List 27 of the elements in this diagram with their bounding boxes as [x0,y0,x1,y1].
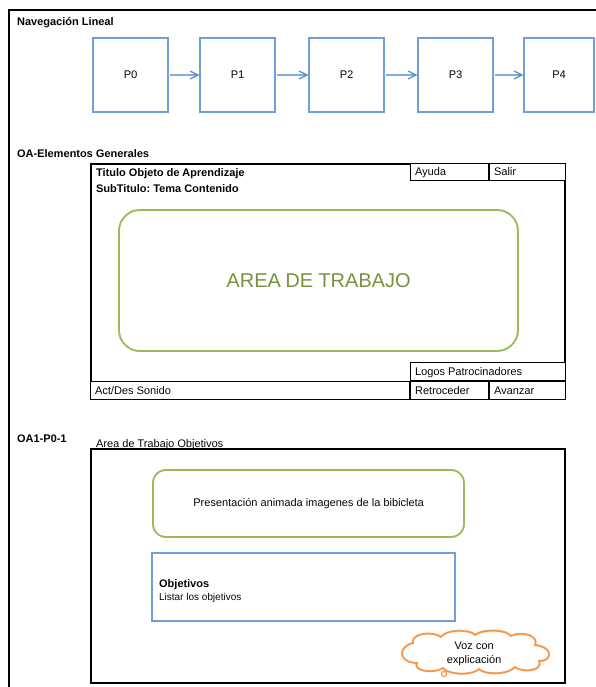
frame-heading: Titulo Objeto de Aprendizaje [96,166,245,180]
layout-frame [90,163,566,400]
frame-heading: SubTitulo: Tema Contenido [96,182,240,196]
section-title: OA-Elementos Generales [17,147,150,162]
content-box [151,552,456,622]
layout-cell: Salir [489,163,566,181]
layout-cell: Ayuda [410,163,489,181]
section-title: Navegación Lineal [17,15,114,30]
section-title: OA1-P0-1 [17,432,67,447]
arrow [386,70,417,80]
page-box: P2 [308,37,385,113]
arrow [495,70,523,80]
layout-cell: Avanzar [489,381,566,400]
box-text: Listar los objetivos [159,590,242,604]
work-area-box: AREA DE TRABAJO [118,209,519,352]
frame-heading: Area de Trabajo Objetivos [96,438,224,450]
box-heading: Objetivos [159,576,210,590]
layout-cell: Logos Patrocinadores [410,362,566,381]
layout-cell: Retroceder [410,381,489,400]
page-box: P1 [199,37,276,113]
layout-cell: Act/Des Sonido [90,381,410,400]
page-box: P3 [417,37,494,113]
page-box: P0 [92,37,169,113]
work-area-box: Presentación animada imagenes de la bibicleta [152,469,465,538]
arrow [170,70,199,80]
arrow [277,70,308,80]
page-box: P4 [523,37,595,113]
